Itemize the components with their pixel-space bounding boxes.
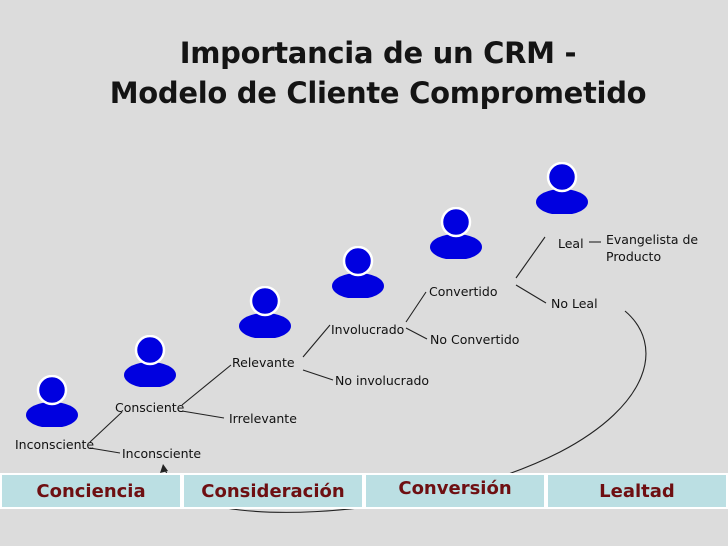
- node-inconsciente-2: Inconsciente: [122, 446, 202, 461]
- node-inconsciente: Inconsciente: [15, 437, 95, 452]
- stage-conciencia: Conciencia: [0, 473, 182, 509]
- person-icon: [430, 207, 482, 259]
- node-no-involucrado: No involucrado: [335, 373, 430, 388]
- person-icon: [124, 335, 176, 387]
- title-line-2: Modelo de Cliente Comprometido: [109, 76, 647, 110]
- node-evangelista-2: Producto: [606, 249, 662, 264]
- node-no-leal: No Leal: [551, 296, 598, 311]
- node-no-convertido: No Convertido: [430, 332, 520, 347]
- node-convertido: Convertido: [429, 284, 498, 299]
- node-irrelevante: Irrelevante: [229, 411, 297, 426]
- person-icon: [239, 286, 291, 338]
- person-icon: [536, 162, 588, 214]
- node-leal: Leal: [558, 236, 584, 251]
- title-line-1: Importancia de un CRM -: [179, 36, 577, 70]
- node-evangelista: Evangelista de: [606, 232, 699, 247]
- node-involucrado: Involucrado: [331, 322, 405, 337]
- stage-lealtad: Lealtad: [546, 473, 728, 509]
- node-consciente: Consciente: [115, 400, 185, 415]
- stage-conversion: Conversión: [364, 473, 546, 509]
- person-icon: [26, 375, 78, 427]
- stage-consideracion: Consideración: [182, 473, 364, 509]
- node-relevante: Relevante: [232, 355, 295, 370]
- person-icon: [332, 246, 384, 298]
